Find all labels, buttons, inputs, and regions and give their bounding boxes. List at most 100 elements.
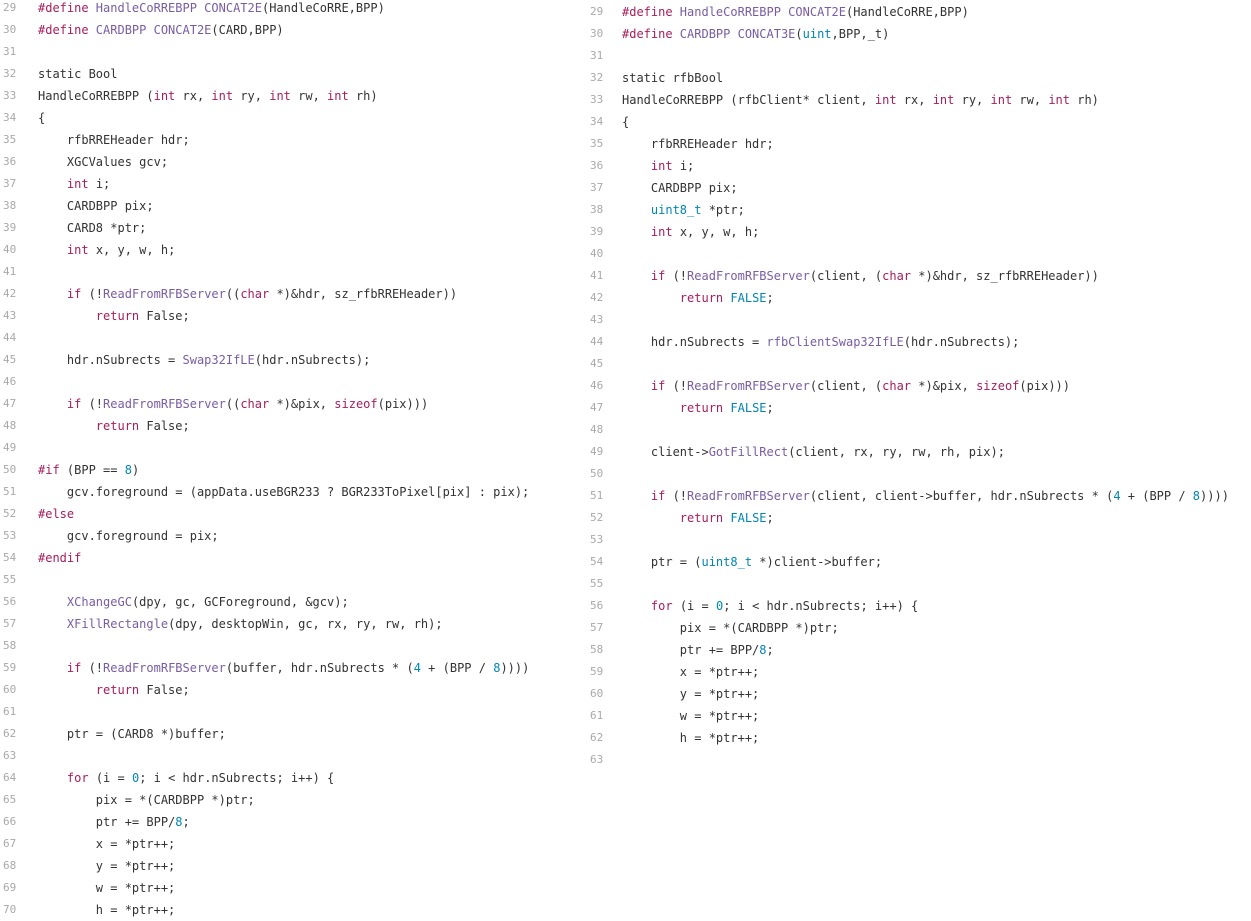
code-text: gcv.foreground = pix; [38,525,219,547]
code-pane-left: 29#define HandleCoRREBPP CONCAT2E(Handle… [0,0,580,921]
line-number: 48 [3,419,17,432]
code-token: + (BPP / [1120,489,1193,503]
code-token: hdr.nSubrects = [38,353,183,367]
code-token: char [240,287,270,301]
line-number: 69 [3,881,17,894]
code-token: ; [182,815,190,829]
code-token: int [650,225,673,239]
code-token: client-> [622,445,709,459]
code-token: return [95,419,140,433]
line-number: 29 [3,1,17,14]
code-token: FALSE [730,511,767,525]
code-token: gcv.foreground = pix; [38,529,219,543]
code-token [622,489,651,503]
code-token: rfbRREHeader hdr; [622,137,774,151]
line-number: 56 [590,599,604,612]
code-token: int [1048,93,1070,107]
code-token: rx, [175,89,212,103]
code-text: ptr = (uint8_t *)client->buffer; [622,551,882,573]
code-token: int [932,93,955,107]
code-token: 8 [493,661,501,675]
code-token: CARDBPP pix; [38,199,154,213]
code-token: int [66,177,89,191]
code-token [38,771,67,785]
code-text: h = *ptr++; [38,899,175,921]
code-token: ; [766,291,774,305]
code-token: ; [766,643,774,657]
line-number: 62 [3,727,17,740]
code-token: (pix))) [377,397,429,411]
code-text: #else [38,503,74,525]
code-token: (HandleCoRRE,BPP) [845,5,969,19]
code-token: (! [665,379,688,393]
code-token: pix = *(CARDBPP *)ptr; [622,621,839,635]
code-text: client->GotFillRect(client, rx, ry, rw, … [622,441,1005,463]
code-token: *)&pix, [269,397,335,411]
code-token [622,225,651,239]
code-token: (! [665,269,688,283]
code-token: return [679,401,724,415]
code-token: x, y, w, h; [672,225,760,239]
code-token [38,243,67,257]
code-token: (dpy, desktopWin, gc, rx, ry, rw, rh); [168,617,443,631]
line-number: 67 [3,837,17,850]
code-token: CONCAT2E [204,1,262,15]
code-text: if (!ReadFromRFBServer(client, (char *)&… [622,265,1099,287]
code-token: + (BPP / [420,661,494,675]
code-token [38,287,67,301]
code-text: CARD8 *ptr; [38,217,146,239]
code-token: 8 [759,643,767,657]
line-number: 51 [590,489,604,502]
code-token: ; [766,511,774,525]
code-token [38,683,96,697]
line-number: 61 [590,709,604,722]
code-token: (client, client->buffer, hdr.nSubrects *… [809,489,1114,503]
code-token: CARDBPP [679,27,738,41]
code-token: #endif [38,551,82,565]
code-text: if (!ReadFromRFBServer(buffer, hdr.nSubr… [38,657,537,679]
code-text: return False; [38,679,190,701]
code-token: (client, ( [809,269,883,283]
line-number: 66 [3,815,17,828]
code-token: if [650,269,666,283]
code-token: False; [139,683,190,697]
code-text: return FALSE; [622,507,774,529]
line-number: 31 [3,45,17,58]
code-token: x = *ptr++; [622,665,760,679]
code-token: (i = [672,599,716,613]
code-token: rw, [290,89,328,103]
code-token: ptr = (CARD8 *)buffer; [38,727,226,741]
code-token: return [679,291,724,305]
code-text: rfbRREHeader hdr; [622,133,774,155]
code-token: rw, [1012,93,1049,107]
code-token: return [679,511,724,525]
line-number: 29 [590,5,604,18]
code-text: XFillRectangle(dpy, desktopWin, gc, rx, … [38,613,443,635]
code-token: { [38,111,46,125]
line-number: 58 [590,643,604,656]
line-number: 53 [590,533,604,546]
line-number: 46 [590,379,604,392]
code-token: (dpy, gc, GCForeground, &gcv); [131,595,349,609]
line-number: 49 [590,445,604,458]
code-token: char [240,397,270,411]
code-text: #define HandleCoRREBPP CONCAT2E(HandleCo… [622,1,969,23]
code-token: gcv.foreground = (appData.useBGR233 ? BG… [38,485,530,499]
line-number: 41 [3,265,17,278]
code-token [38,397,67,411]
line-number: 57 [590,621,604,634]
line-number: 58 [3,639,17,652]
code-token: x, y, w, h; [88,243,176,257]
line-number: 38 [590,203,604,216]
line-number: 61 [3,705,17,718]
code-text: int i; [38,173,110,195]
code-token: char [882,269,912,283]
code-text: #endif [38,547,81,569]
code-token: sizeof [976,379,1020,393]
code-token: ReadFromRFBServer [687,269,810,283]
code-token: #else [38,507,75,521]
line-number: 64 [3,771,17,784]
code-text: for (i = 0; i < hdr.nSubrects; i++) { [622,595,918,617]
code-token: ReadFromRFBServer [103,287,226,301]
code-text: if (!ReadFromRFBServer(client, client->b… [622,485,1229,507]
